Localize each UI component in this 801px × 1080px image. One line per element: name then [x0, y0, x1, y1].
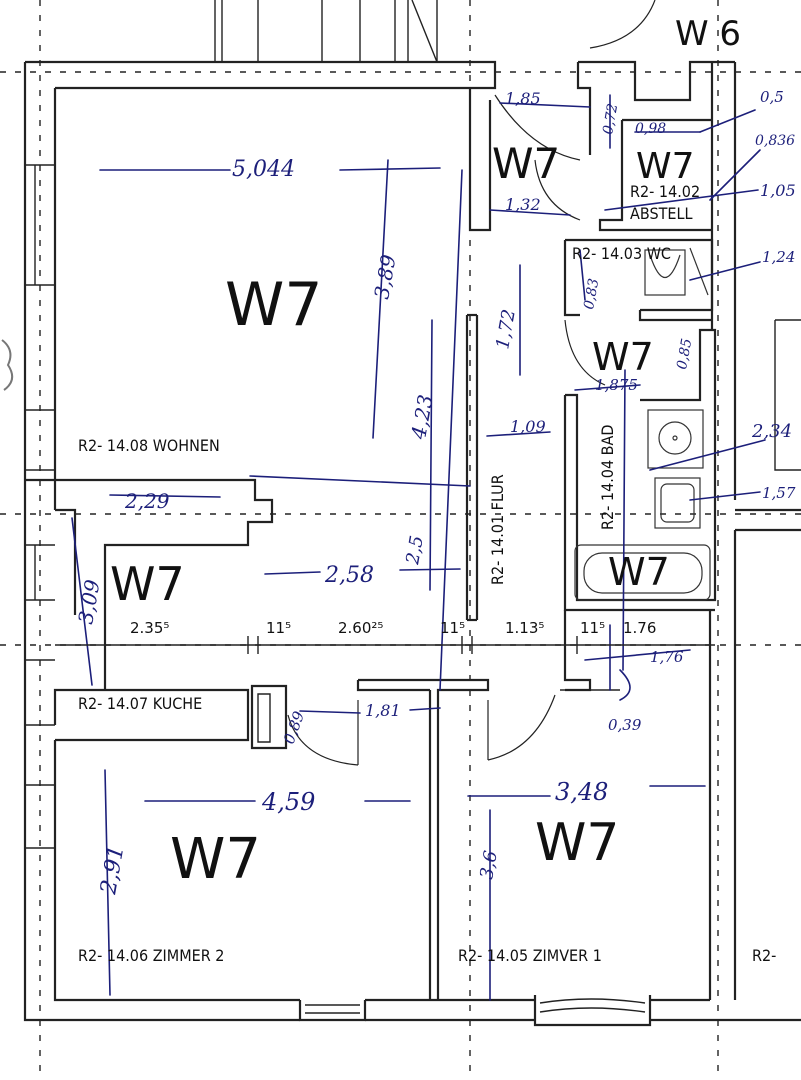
room-label-bad: R2- 14.04 BAD [598, 425, 617, 531]
hw-wohnen-depth: 3,89 [369, 253, 400, 301]
hw-flur-width: 1,09 [510, 417, 546, 436]
mark-bad-2: W7 [608, 550, 670, 594]
hw-kueche-inner: 2,58 [324, 563, 374, 588]
mark-kueche: W7 [110, 557, 185, 611]
hw-wohnen-width: 5,044 [232, 157, 295, 182]
dim-chain-1: 2.35⁵ [130, 619, 169, 637]
printed-dimension-chain: 2.35⁵ 11⁵ 2.60²⁵ 11⁵ 1.13⁵ 11⁵ 1.76 [55, 619, 715, 654]
hw-bad-w: 2,34 [751, 421, 792, 442]
dim-chain-5: 1.13⁵ [505, 619, 544, 637]
mark-flur: W7 [492, 139, 560, 188]
hw-door-zimmer2: 1,81 [365, 701, 401, 720]
hw-kueche-side: 2,5 [402, 534, 428, 567]
hw-wc-w: 0,83 [581, 277, 602, 311]
room-label-abstell-2: ABSTELL [630, 204, 693, 223]
mark-zimmer1: W7 [535, 813, 620, 873]
hw-abstell-d: 0,836 [755, 133, 795, 149]
room-label-flur: R2- 14.01 FLUR [488, 474, 507, 585]
room-marks: W7 W7 W7 W7 W7 W7 W7 W7 W 6 [110, 14, 741, 892]
hw-edge-105: 1,05 [760, 181, 796, 200]
hw-zimmer2-width: 4,59 [261, 788, 315, 816]
hw-door-kueche: 0,89 [280, 708, 308, 746]
hw-bad-d: 1,57 [762, 484, 796, 502]
top-window-frames [214, 0, 656, 63]
hw-bad-1: 1,875 [595, 376, 638, 394]
dim-chain-4: 11⁵ [440, 619, 465, 637]
doors [287, 94, 606, 766]
edge-scribble [1, 339, 14, 391]
hw-hall-top: 1,85 [505, 89, 541, 108]
dim-chain-2: 11⁵ [266, 619, 291, 637]
mark-abstell: W7 [636, 146, 695, 187]
hw-kueche-width: 2,29 [124, 489, 170, 513]
room-label-kueche: R2- 14.07 KUCHE [78, 694, 202, 713]
dim-chain-3: 2.60²⁵ [338, 619, 383, 637]
hw-edge-05: 0,5 [760, 88, 784, 106]
hw-zimmer1-width: 3,48 [555, 778, 608, 806]
mark-zimmer2: W7 [170, 827, 261, 892]
mark-wohnen: W7 [225, 270, 323, 340]
hw-hall-small: 0,72 [600, 102, 621, 136]
mark-top-right: W 6 [675, 14, 741, 54]
handwritten-lines [71, 94, 766, 1001]
hw-corridor-w: 1,76 [650, 648, 684, 666]
hw-wohnen-diag: 4,23 [406, 393, 438, 442]
hw-kueche-depth: 3,09 [73, 578, 104, 626]
mark-bad-1: W7 [592, 335, 654, 379]
room-label-edge: R2- [752, 946, 776, 965]
hw-hall-mid: 1,32 [505, 195, 541, 214]
walls [23, 60, 801, 1027]
room-label-abstell-1: R2- 14.02 [630, 182, 700, 201]
handwritten-numbers: 5,044 3,89 4,23 1,72 1,09 2,29 3,09 2,58… [73, 88, 796, 897]
hw-abstell-w: 0,98 [635, 121, 666, 137]
room-labels: R2- 14.08 WOHNEN R2- 14.07 KUCHE R2- 14.… [78, 182, 776, 965]
room-label-wc: R2- 14.03 WC [572, 244, 671, 263]
room-label-wohnen: R2- 14.08 WOHNEN [78, 436, 220, 455]
bath-fixtures [574, 247, 711, 601]
hw-zimmer2-depth: 2,91 [96, 843, 129, 897]
room-label-zimmer2: R2- 14.06 ZIMMER 2 [78, 946, 224, 965]
dim-chain-6: 11⁵ [580, 619, 605, 637]
hw-corridor-d: 0,39 [608, 716, 642, 734]
room-label-zimmer1: R2- 14.05 ZIMVER 1 [458, 946, 602, 965]
dim-chain-7: 1.76 [623, 619, 656, 637]
hw-wc-d: 1,24 [762, 248, 795, 266]
hw-zimmer1-depth: 3,6 [476, 849, 502, 881]
hw-bad-2: 0,85 [674, 337, 695, 371]
hw-flur-len: 1,72 [492, 308, 520, 351]
